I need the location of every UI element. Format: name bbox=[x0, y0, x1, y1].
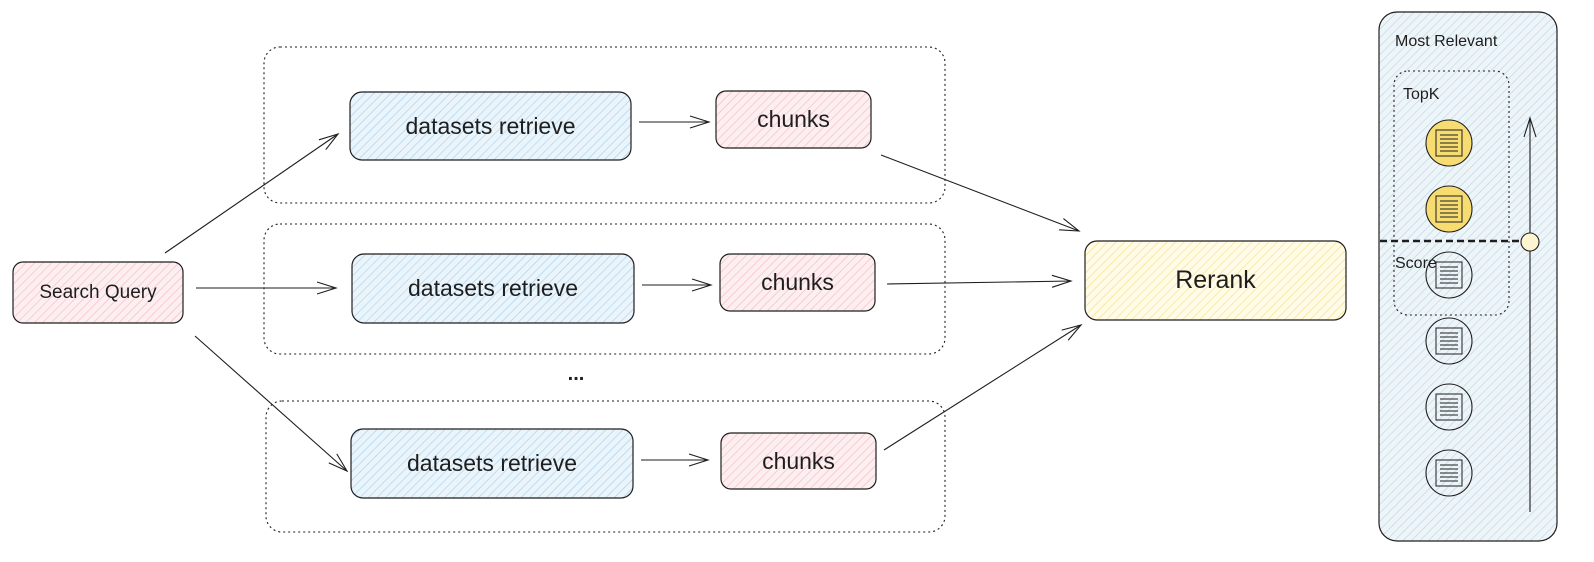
score-label: Score bbox=[1395, 255, 1437, 272]
topk-group bbox=[1393, 70, 1510, 316]
document-icon bbox=[1425, 383, 1473, 431]
document-icon bbox=[1425, 185, 1473, 233]
datasets-retrieve-node-3 bbox=[350, 428, 634, 499]
arrow-chunks-to-rerank-2 bbox=[886, 274, 1073, 288]
datasets-retrieve-node-2 bbox=[351, 253, 635, 324]
branch-group-1 bbox=[263, 46, 946, 204]
document-icon bbox=[1425, 449, 1473, 497]
chunks-label-1: chunks bbox=[757, 106, 830, 132]
datasets-retrieve-label-3: datasets retrieve bbox=[406, 450, 578, 476]
score-threshold-handle bbox=[1520, 232, 1540, 252]
document-icon bbox=[1425, 119, 1473, 167]
chunks-node-2 bbox=[719, 253, 876, 312]
search-query-node bbox=[12, 261, 184, 324]
datasets-retrieve-label-1: datasets retrieve bbox=[405, 112, 576, 139]
arrow-query-to-retrieve-1 bbox=[164, 132, 340, 254]
ellipsis-label: ... bbox=[567, 362, 585, 385]
search-query-label: Search Query bbox=[39, 281, 157, 303]
rerank-label: Rerank bbox=[1175, 266, 1256, 294]
chunks-label-2: chunks bbox=[761, 269, 834, 295]
panel-title: Most Relevant bbox=[1395, 33, 1498, 50]
chunks-label-3: chunks bbox=[762, 447, 835, 474]
rerank-node bbox=[1084, 240, 1347, 321]
arrow-chunks-to-rerank-1 bbox=[880, 154, 1081, 232]
document-icon bbox=[1425, 251, 1473, 299]
chunks-node-1 bbox=[715, 90, 872, 149]
arrow-query-to-retrieve-3 bbox=[194, 335, 349, 473]
datasets-retrieve-label-2: datasets retrieve bbox=[407, 275, 579, 301]
relevance-panel bbox=[1378, 11, 1558, 542]
datasets-retrieve-node-1 bbox=[349, 91, 632, 161]
topk-label: TopK bbox=[1403, 86, 1440, 103]
arrow-chunks-to-rerank-3 bbox=[883, 324, 1083, 451]
document-icon bbox=[1425, 317, 1473, 365]
branch-group-2 bbox=[263, 223, 946, 355]
branch-group-3 bbox=[265, 400, 946, 533]
arrows bbox=[164, 115, 1083, 473]
document-icons bbox=[1425, 119, 1473, 497]
chunks-node-3 bbox=[720, 432, 877, 490]
